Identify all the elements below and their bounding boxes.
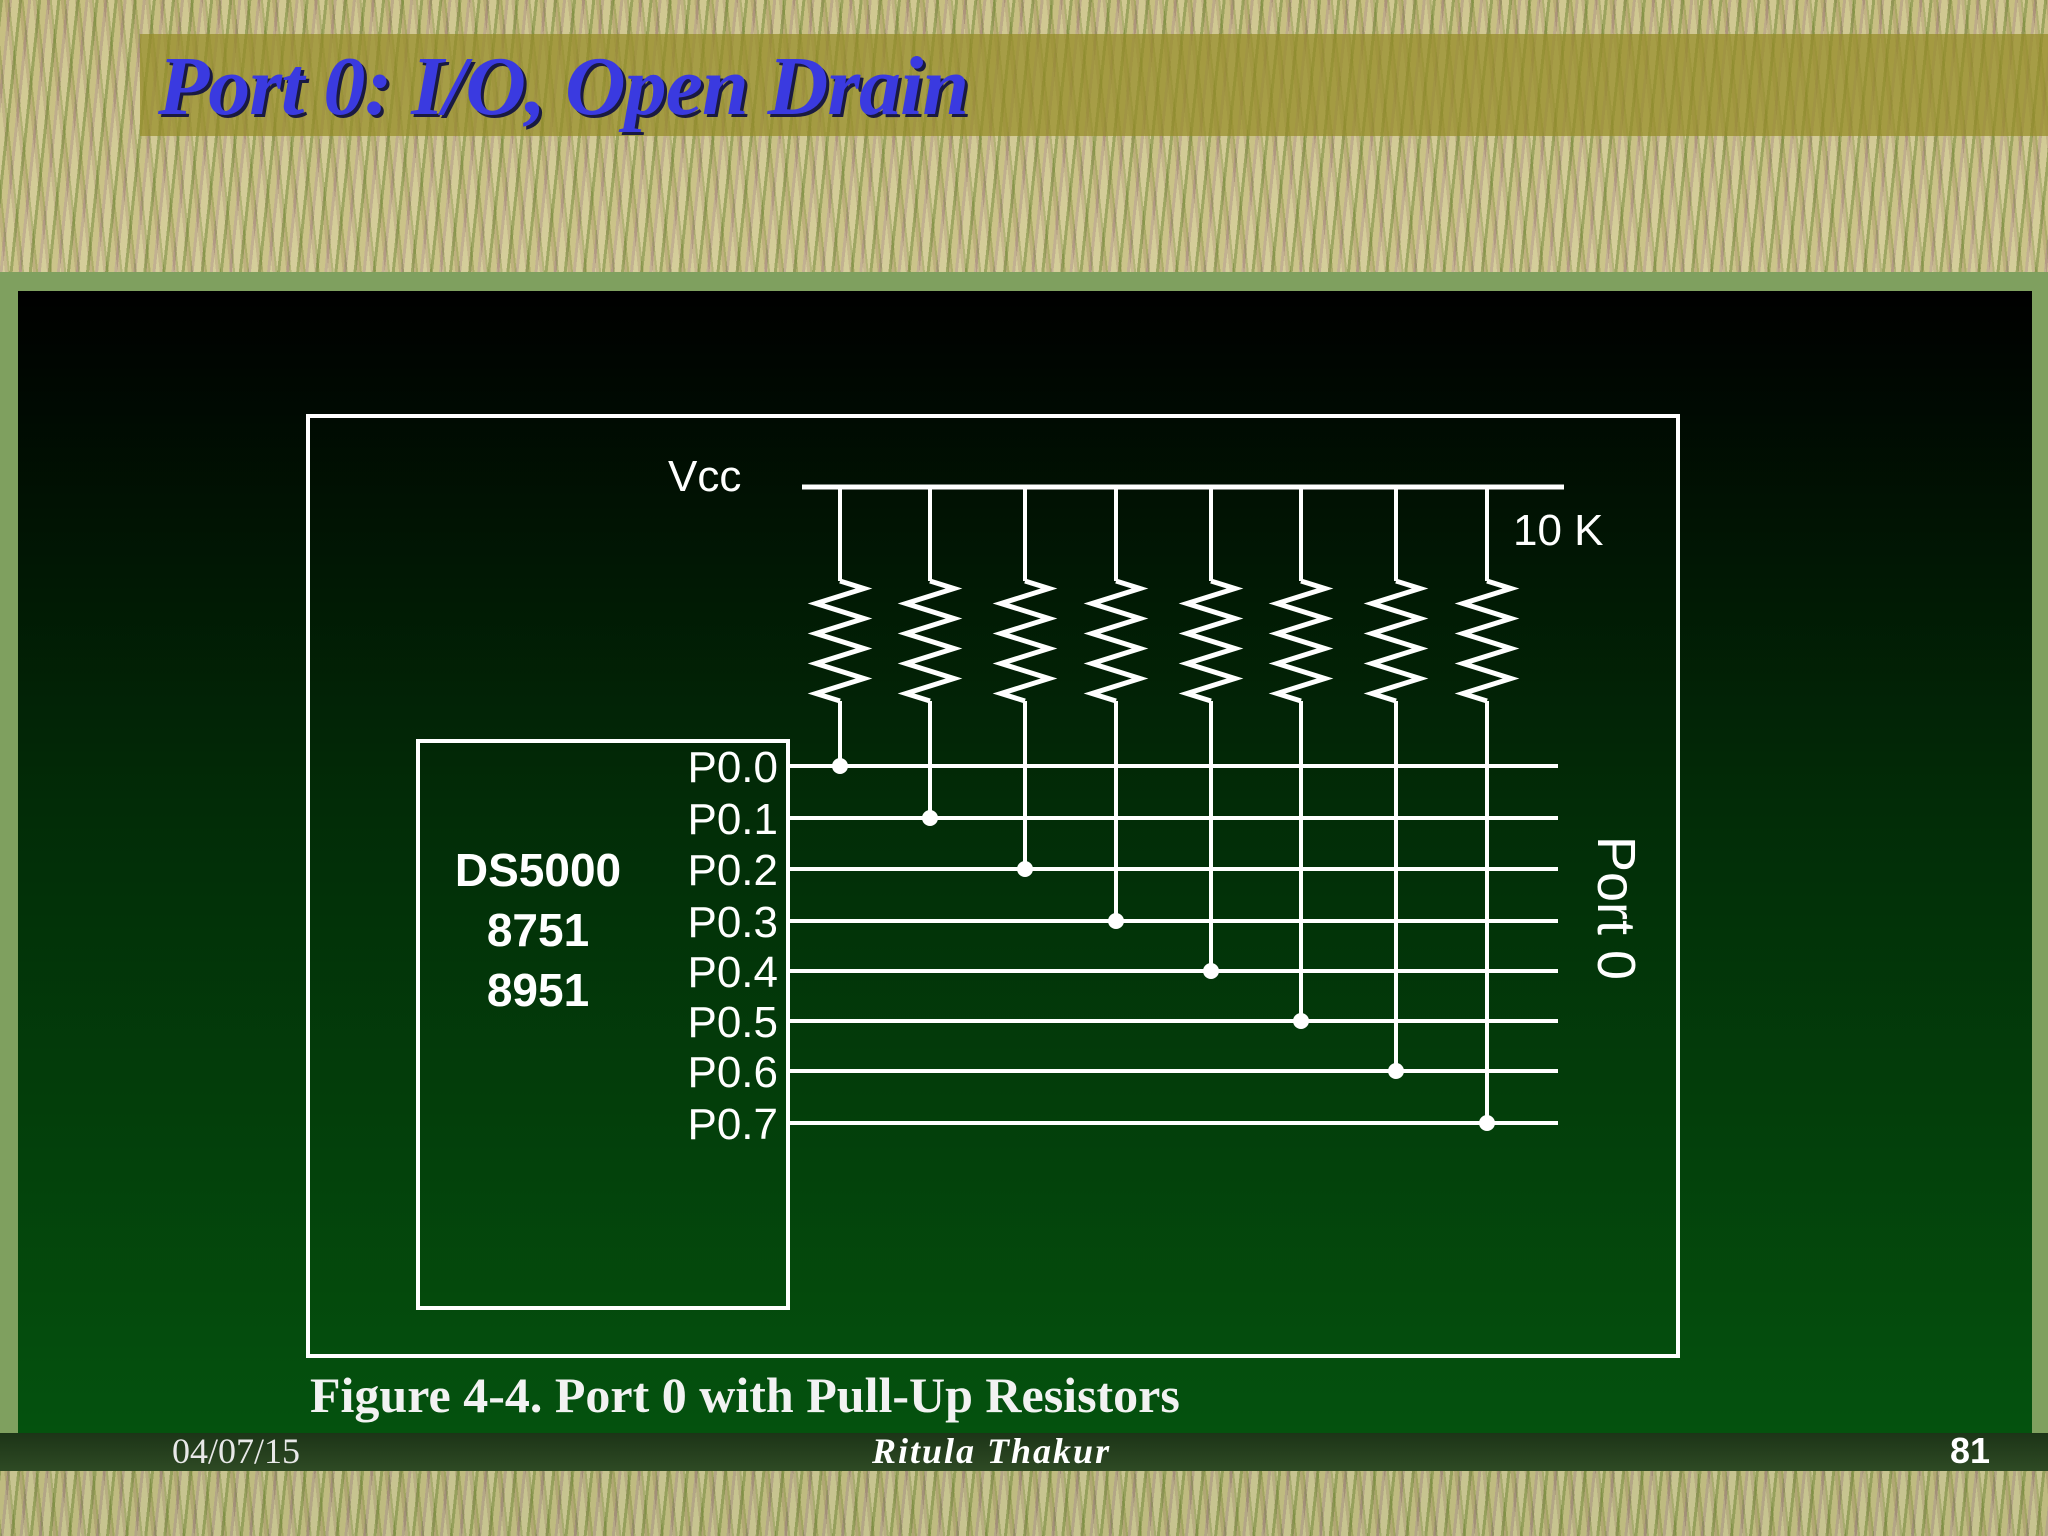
junction-dot <box>1017 861 1033 877</box>
resistor-value-label: 10 K <box>1513 506 1604 555</box>
pullup-resistor <box>1454 578 1520 704</box>
pullup-resistor <box>1363 578 1429 704</box>
footer-date: 04/07/15 <box>172 1431 301 1471</box>
junction-dot <box>922 810 938 826</box>
pullup-resistor <box>897 578 963 704</box>
chip-label-line-2: 8751 <box>487 904 589 956</box>
junction-dot <box>1293 1013 1309 1029</box>
title-band <box>140 34 2048 136</box>
page-number: 81 <box>1949 1430 1990 1471</box>
footer-author: Ritula Thakur <box>872 1431 1112 1471</box>
pin-label: P0.3 <box>687 898 778 947</box>
pin-label: P0.6 <box>687 1048 778 1097</box>
figure-caption: Figure 4-4. Port 0 with Pull-Up Resistor… <box>310 1367 1180 1423</box>
pullup-resistor <box>1178 578 1244 704</box>
chip-box <box>416 739 790 1310</box>
pin-label: P0.2 <box>687 846 778 895</box>
junction-dot <box>1203 963 1219 979</box>
port-label: Port 0 <box>1586 836 1646 980</box>
junction-dot <box>1479 1115 1495 1131</box>
junction-dot <box>832 758 848 774</box>
footer-bar <box>0 1433 2048 1471</box>
vcc-label: Vcc <box>668 452 741 501</box>
pin-label: P0.4 <box>687 948 778 997</box>
pullup-resistor <box>992 578 1058 704</box>
port0-schematic: DS5000 8751 8951 Vcc 10 K Port 0 P0.0P0.… <box>306 414 1680 1358</box>
chip-label-line-1: DS5000 <box>455 844 621 896</box>
junction-dot <box>1108 913 1124 929</box>
pullup-resistor <box>1268 578 1334 704</box>
pullup-resistor <box>807 578 873 704</box>
pin-label: P0.1 <box>687 795 778 844</box>
chip-label-line-3: 8951 <box>487 964 589 1016</box>
pins-group: P0.0P0.1P0.2P0.3P0.4P0.5P0.6P0.7 <box>687 487 1558 1149</box>
junction-dot <box>1388 1063 1404 1079</box>
diagram-border <box>306 414 1680 1358</box>
pullup-resistor <box>1083 578 1149 704</box>
pin-label: P0.7 <box>687 1100 778 1149</box>
slide-title: Port 0: I/O, Open Drain <box>158 40 969 133</box>
pin-label: P0.0 <box>687 743 778 792</box>
pin-label: P0.5 <box>687 998 778 1047</box>
